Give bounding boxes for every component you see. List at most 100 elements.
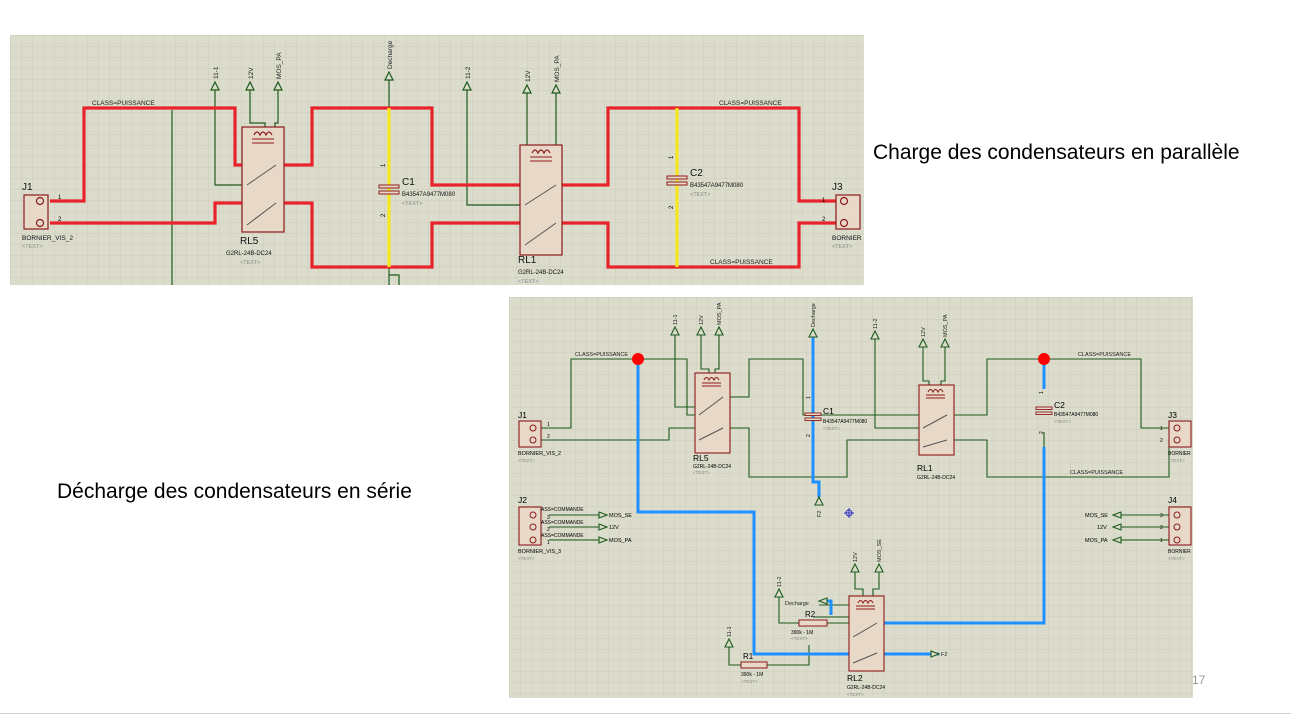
connector-j1[interactable]: J1 1 2 BORNIER_VIS_2 <TEXT> — [518, 410, 561, 463]
component-type: BORNIER — [832, 235, 862, 242]
junction-dot — [1038, 353, 1050, 365]
relay-rl1[interactable]: RL1 G2RL-24B-DC24 — [917, 384, 955, 481]
component-text: <TEXT> — [402, 201, 422, 207]
class-label: CLASS=PUISSANCE — [575, 352, 628, 358]
component-type: BORNIER — [1168, 549, 1191, 555]
control-wires — [171, 80, 557, 285]
pin-number: 2 — [822, 217, 826, 223]
component-type: B43547A9477M080 — [1054, 412, 1098, 418]
net-label-f2-b: F2 — [941, 652, 947, 658]
component-type: BORNIER_VIS_3 — [518, 549, 561, 555]
net-label: MOS_SE — [609, 513, 632, 519]
class-label: CLASS=PUISSANCE — [719, 100, 782, 107]
relay-rl2[interactable]: RL2 G2RL-24B-DC24 <TEXT> — [847, 595, 885, 697]
component-text: <TEXT> — [518, 458, 535, 463]
net-arrows — [598, 325, 1122, 658]
component-type: BORNIER — [1168, 451, 1191, 457]
component-text: <TEXT> — [22, 244, 42, 250]
bottom-schematic: 11-1 12V MOS_PA Decharge 11-2 12V MOS_PA… — [509, 297, 1193, 698]
net-label-mos-pa: MOS_PA — [717, 302, 723, 325]
component-ref: RL5 — [693, 453, 709, 463]
component-text: <TEXT> — [823, 426, 840, 431]
component-ref: J3 — [832, 182, 843, 193]
connector-j1[interactable]: J1 1 2 BORNIER_VIS_2 <TEXT> — [22, 182, 73, 250]
pin-number: 2 — [1160, 438, 1163, 444]
component-text: <TEXT> — [832, 244, 852, 250]
component-text: <TEXT> — [1168, 458, 1185, 463]
net-label-12v-3: 12V — [853, 552, 859, 562]
component-text: <TEXT> — [741, 679, 758, 684]
footer-divider — [0, 713, 1291, 714]
resistor-value: 390k - 1M — [741, 672, 763, 678]
component-text: <TEXT> — [690, 192, 710, 198]
resistor-value: 390k - 1M — [791, 630, 813, 636]
net-label: 12V — [1097, 525, 1107, 531]
junction-dot — [632, 353, 644, 365]
net-label-mos-pa-2: MOS_PA — [554, 55, 561, 82]
net-label: MOS_PA — [609, 538, 632, 544]
pin-number: 3 — [1160, 513, 1163, 519]
relay-rl5[interactable]: RL5 G2RL-24B-DC24 <TEXT> — [226, 126, 285, 266]
pin-number: 1 — [1160, 426, 1163, 432]
component-ref: C1 — [823, 406, 834, 416]
net-label-11-2: 11-2 — [873, 318, 879, 329]
net-label-12v: 12V — [699, 315, 705, 325]
net-label-11-1-b: 11-1 — [727, 626, 733, 637]
net-label: 12V — [609, 525, 619, 531]
pin-number: 1 — [669, 155, 675, 159]
net-label-12v-2: 12V — [525, 70, 532, 82]
capacitor-c2[interactable]: C2 B43547A9477M080 <TEXT> 1 2 — [666, 155, 744, 209]
net-label-11-2: 11-2 — [465, 66, 472, 79]
slide-number: 17 — [1192, 673, 1206, 687]
resistor-r2[interactable]: R2 390k - 1M <TEXT> — [791, 610, 828, 641]
relay-rl1[interactable]: RL1 G2RL-24B-DC24 <TEXT> — [518, 144, 564, 285]
pin-number: 2 — [547, 434, 550, 440]
capacitor-c1[interactable]: C1 B43547A9477M080 <TEXT> 1 2 — [804, 396, 867, 437]
pin-number: 1 — [1160, 538, 1163, 544]
caption-decharge-serie: Décharge des condensateurs en série — [57, 480, 412, 503]
component-type: G2RL-24B-DC24 — [518, 270, 564, 276]
component-ref: R1 — [743, 652, 754, 661]
net-label-12v: 12V — [248, 67, 255, 79]
capacitor-c2[interactable]: C2 B43547A9477M080 <TEXT> 1 2 — [1035, 391, 1098, 434]
connector-j3[interactable]: J3 1 2 BORNIER <TEXT> — [822, 182, 862, 250]
pin-number: 1 — [1039, 391, 1045, 394]
component-text: <TEXT> — [1168, 556, 1185, 561]
relay-rl5[interactable]: RL5 G2RL-24B-DC24 <TEXT> — [693, 372, 731, 475]
capacitor-c1[interactable]: C1 B43547A9477M080 <TEXT> 1 2 — [378, 163, 456, 217]
net-label: MOS_PA — [1085, 538, 1108, 544]
component-ref: RL1 — [518, 255, 537, 266]
net-label-f2: F2 — [817, 511, 823, 517]
component-text: <TEXT> — [240, 260, 260, 266]
component-ref: C2 — [690, 168, 703, 179]
component-text: <TEXT> — [1054, 419, 1071, 424]
component-ref: RL2 — [847, 673, 863, 683]
net-label-12v-2: 12V — [921, 327, 927, 337]
component-type: B43547A9477M080 — [823, 419, 867, 425]
net-label-11-2-b: 11-2 — [777, 576, 783, 587]
pin-number: 3 — [547, 515, 550, 521]
component-ref: J4 — [1168, 495, 1177, 505]
component-ref: J1 — [518, 410, 527, 420]
pin-number: 1 — [547, 540, 550, 546]
component-ref: J3 — [1168, 410, 1177, 420]
resistor-r1[interactable]: R1 390k - 1M <TEXT> — [740, 652, 768, 684]
net-label-mos-pa-2: MOS_PA — [943, 314, 949, 337]
component-type: B43547A9477M080 — [402, 192, 456, 198]
pin-number: 1 — [58, 195, 62, 201]
component-text: <TEXT> — [847, 692, 864, 697]
component-type: BORNIER_VIS_2 — [22, 235, 73, 242]
pin-number: 2 — [381, 213, 387, 217]
pin-number: 2 — [547, 527, 550, 533]
connector-j2[interactable]: J2 ASS=COMMANDE ASS=COMMANDE ASS=COMMAND… — [518, 495, 632, 561]
net-label-11-1: 11-1 — [213, 66, 220, 79]
class-label: ASS=COMMANDE — [541, 507, 584, 513]
caption-charge-parallel: Charge des condensateurs en parallèle — [873, 141, 1240, 164]
class-label: CLASS=PUISSANCE — [1078, 352, 1131, 358]
component-text: <TEXT> — [518, 279, 538, 285]
component-ref: R2 — [805, 610, 816, 619]
connector-j4[interactable]: J4 3 2 1 MOS_SE 12V MOS_PA BORNIER <TEXT… — [1085, 495, 1192, 561]
net-arrows — [210, 70, 561, 94]
connector-j3[interactable]: J3 1 2 BORNIER <TEXT> — [1160, 410, 1192, 463]
component-ref: RL1 — [917, 463, 933, 473]
